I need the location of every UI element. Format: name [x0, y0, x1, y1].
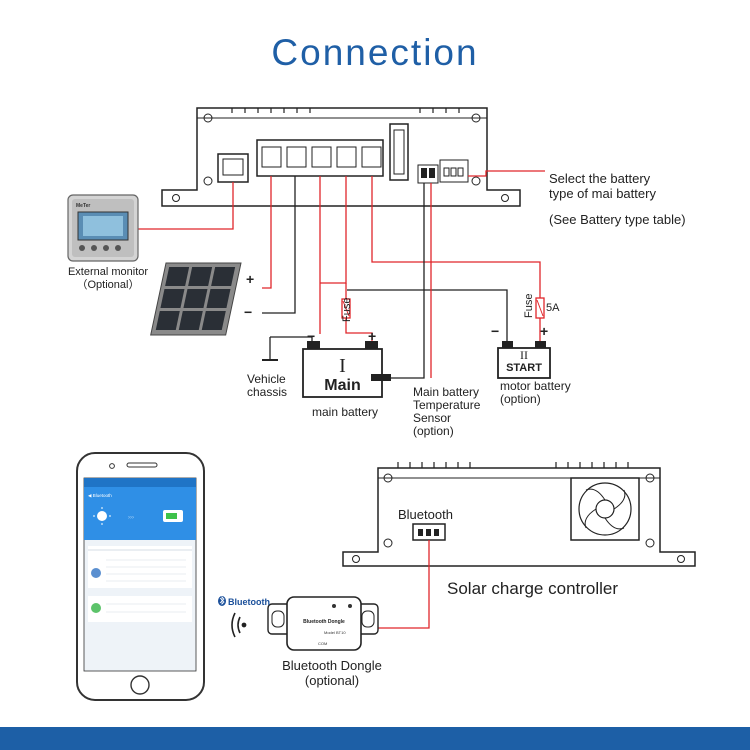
bluetooth-port-label: Bluetooth	[398, 507, 453, 522]
bluetooth-icon	[218, 596, 226, 606]
bluetooth-logo-text: Bluetooth	[228, 597, 270, 607]
page-title: Connection	[271, 32, 479, 73]
main-battery-numeral: I	[339, 355, 346, 377]
dongle-caption: Bluetooth Dongle (optional)	[262, 658, 402, 688]
temp-sensor-line-4: (option)	[413, 424, 454, 438]
external-monitor-line-1: External monitor	[67, 266, 149, 278]
battery-table-note: (See Battery type table)	[549, 212, 686, 227]
monitor-icon: MeTer	[67, 194, 139, 262]
motor-battery-numeral: II	[520, 348, 528, 362]
vehicle-chassis-line-2: chassis	[247, 385, 288, 399]
bluetooth-dongle: Model BT10 COM	[267, 596, 379, 651]
temp-sensor-line-1: Main battery	[413, 385, 480, 399]
vehicle-chassis-line-1: Vehicle	[247, 372, 286, 386]
battery-type-line-1: Select the battery	[549, 171, 651, 186]
temp-sensor-line-2: Temperature	[413, 398, 481, 412]
wireless-icon	[231, 612, 247, 638]
battery-type-label: Select the battery type of mai battery	[549, 171, 656, 201]
svg-text:◀ Bluetooth: ◀ Bluetooth	[88, 493, 112, 498]
main-minus-label: −	[307, 328, 316, 344]
motor-battery-label: motor battery (option)	[500, 380, 571, 406]
fuse-rating-label: 5A	[546, 302, 560, 314]
svg-text:›››: ›››	[128, 515, 134, 521]
solar-controller-label: Solar charge controller	[447, 579, 619, 598]
solar-plus-label: +	[246, 271, 255, 287]
battery-icon	[302, 341, 391, 398]
svg-text:MeTer: MeTer	[76, 203, 90, 209]
external-monitor-label: External monitor （Optional）	[58, 266, 158, 292]
external-monitor-line-2: （Optional）	[76, 279, 140, 291]
motor-plus-label: +	[540, 323, 549, 339]
main-battery-caption: main battery	[311, 405, 379, 419]
dongle-title: Bluetooth Dongle	[303, 619, 345, 625]
solar-minus-label: −	[244, 304, 253, 320]
controller-top	[161, 107, 521, 207]
fuse-label-motor: Fuse	[523, 293, 535, 318]
svg-text:COM: COM	[318, 641, 327, 646]
temperature-sensor-label: Main battery Temperature Sensor (option)	[413, 386, 480, 438]
solar-panel-icon	[150, 262, 242, 336]
controller-bottom	[342, 462, 696, 567]
fan-icon	[570, 477, 640, 541]
vehicle-chassis-label: Vehicle chassis	[247, 373, 287, 399]
main-battery-word: Main	[324, 377, 361, 394]
dongle-caption-line-1: Bluetooth Dongle	[282, 658, 382, 673]
motor-minus-label: −	[491, 323, 500, 339]
main-plus-label: +	[368, 328, 377, 344]
footer-bar	[0, 727, 750, 750]
temp-sensor-line-3: Sensor	[413, 411, 452, 425]
motor-battery-line-1: motor battery	[500, 379, 571, 393]
fuse-label-main: Fuse	[341, 297, 353, 322]
motor-battery-word: START	[506, 362, 542, 374]
dongle-caption-line-2: (optional)	[304, 673, 360, 688]
motor-battery-line-2: (option)	[500, 392, 541, 406]
motor-battery-icon	[497, 341, 551, 379]
phone-icon: ◀ Bluetooth ›››	[76, 452, 205, 701]
battery-type-line-2: type of mai battery	[549, 186, 656, 201]
svg-text:Model BT10: Model BT10	[324, 630, 346, 635]
